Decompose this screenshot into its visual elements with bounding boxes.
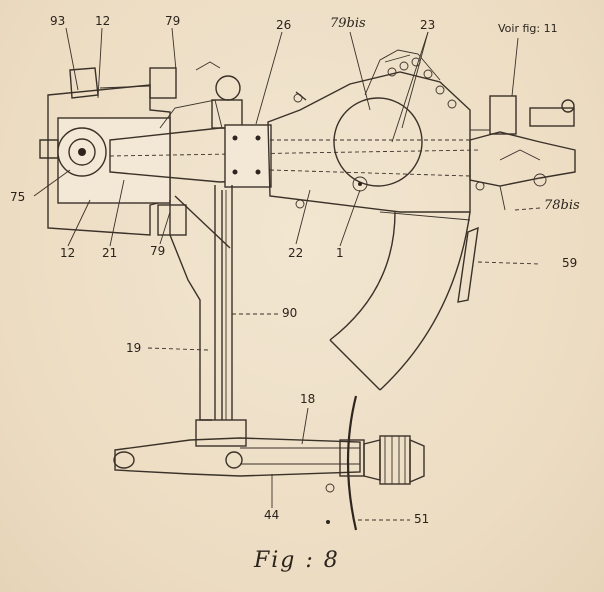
main-body bbox=[267, 49, 471, 213]
label-19: 19 bbox=[126, 341, 142, 355]
label-51: 51 bbox=[414, 512, 430, 526]
curved-magazine bbox=[329, 211, 471, 391]
label-12-top: 12 bbox=[95, 14, 111, 28]
label-voir-fig-11: Voir fig: 11 bbox=[498, 22, 558, 35]
label-59: 59 bbox=[562, 256, 578, 270]
bolt-plate bbox=[224, 124, 272, 188]
label-1: 1 bbox=[336, 246, 344, 260]
figure-caption: Fig : 8 bbox=[254, 548, 340, 573]
label-23: 23 bbox=[420, 18, 436, 32]
support-column bbox=[157, 185, 233, 421]
label-79bis: 79bis bbox=[330, 16, 366, 31]
leader-lines bbox=[33, 27, 541, 521]
right-mechanism bbox=[469, 95, 576, 211]
label-78bis: 78bis bbox=[544, 198, 580, 213]
label-12-bottom: 12 bbox=[60, 246, 76, 260]
label-79-bottom: 79 bbox=[150, 244, 166, 258]
label-44: 44 bbox=[264, 508, 280, 522]
label-18: 18 bbox=[300, 392, 316, 406]
label-93: 93 bbox=[50, 14, 66, 28]
bottom-arm bbox=[113, 419, 361, 477]
label-90: 90 bbox=[282, 306, 298, 320]
label-22: 22 bbox=[288, 246, 304, 260]
label-21: 21 bbox=[102, 246, 118, 260]
lever bbox=[457, 226, 479, 303]
sight-assembly bbox=[325, 395, 425, 531]
label-26: 26 bbox=[276, 18, 292, 32]
left-housing bbox=[39, 67, 177, 236]
label-79-top: 79 bbox=[165, 14, 181, 28]
label-75: 75 bbox=[10, 190, 26, 204]
